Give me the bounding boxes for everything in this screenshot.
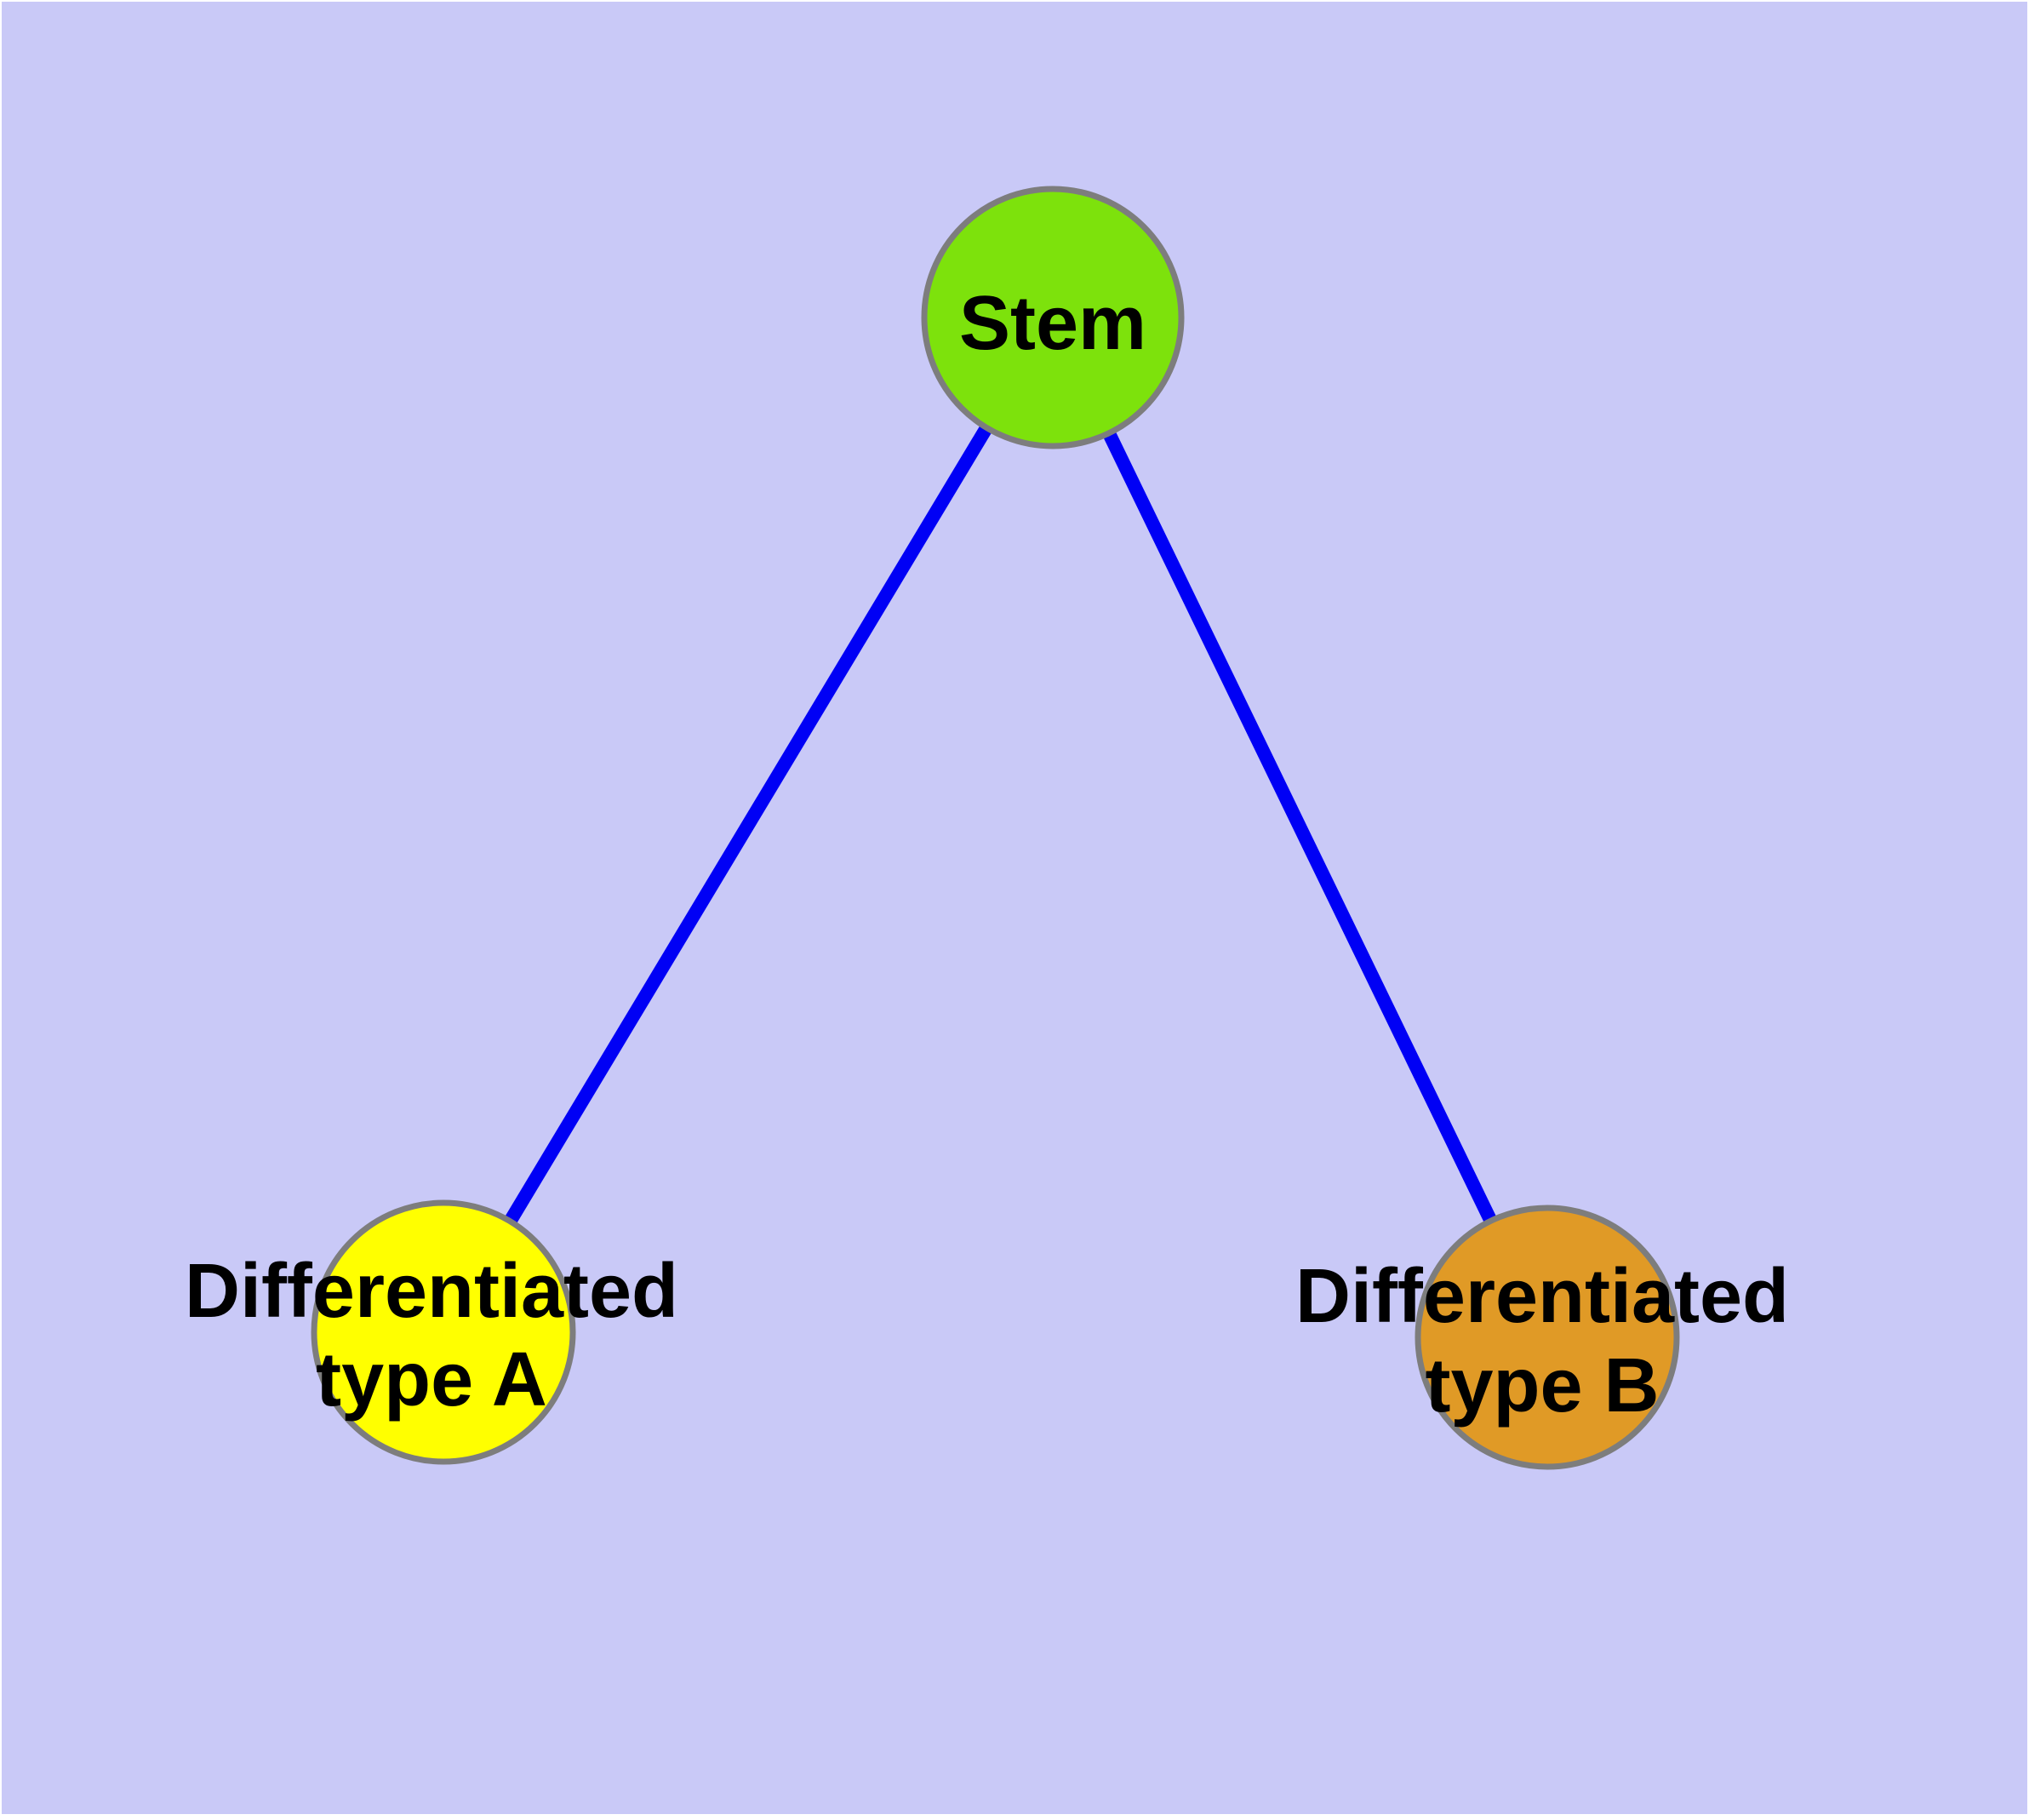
node-differentiated-type-a: [311, 1199, 576, 1465]
label-layer: Stem Differentiated type A Differentiate…: [185, 281, 1789, 1428]
node-stem: [921, 186, 1185, 449]
label-type-b-line1: Differentiated: [1295, 1254, 1789, 1339]
edge-layer: [437, 313, 1554, 1341]
label-type-b-line2: type B: [1425, 1343, 1659, 1428]
label-stem: Stem: [959, 281, 1146, 366]
label-type-a-line2: type A: [316, 1337, 547, 1422]
edge-stem-to-type-b: [1046, 314, 1554, 1341]
node-differentiated-type-b: [1415, 1205, 1680, 1470]
label-type-a-line1: Differentiated: [185, 1249, 678, 1334]
edge-stem-to-type-a: [437, 313, 1059, 1336]
node-layer: [311, 186, 1680, 1470]
